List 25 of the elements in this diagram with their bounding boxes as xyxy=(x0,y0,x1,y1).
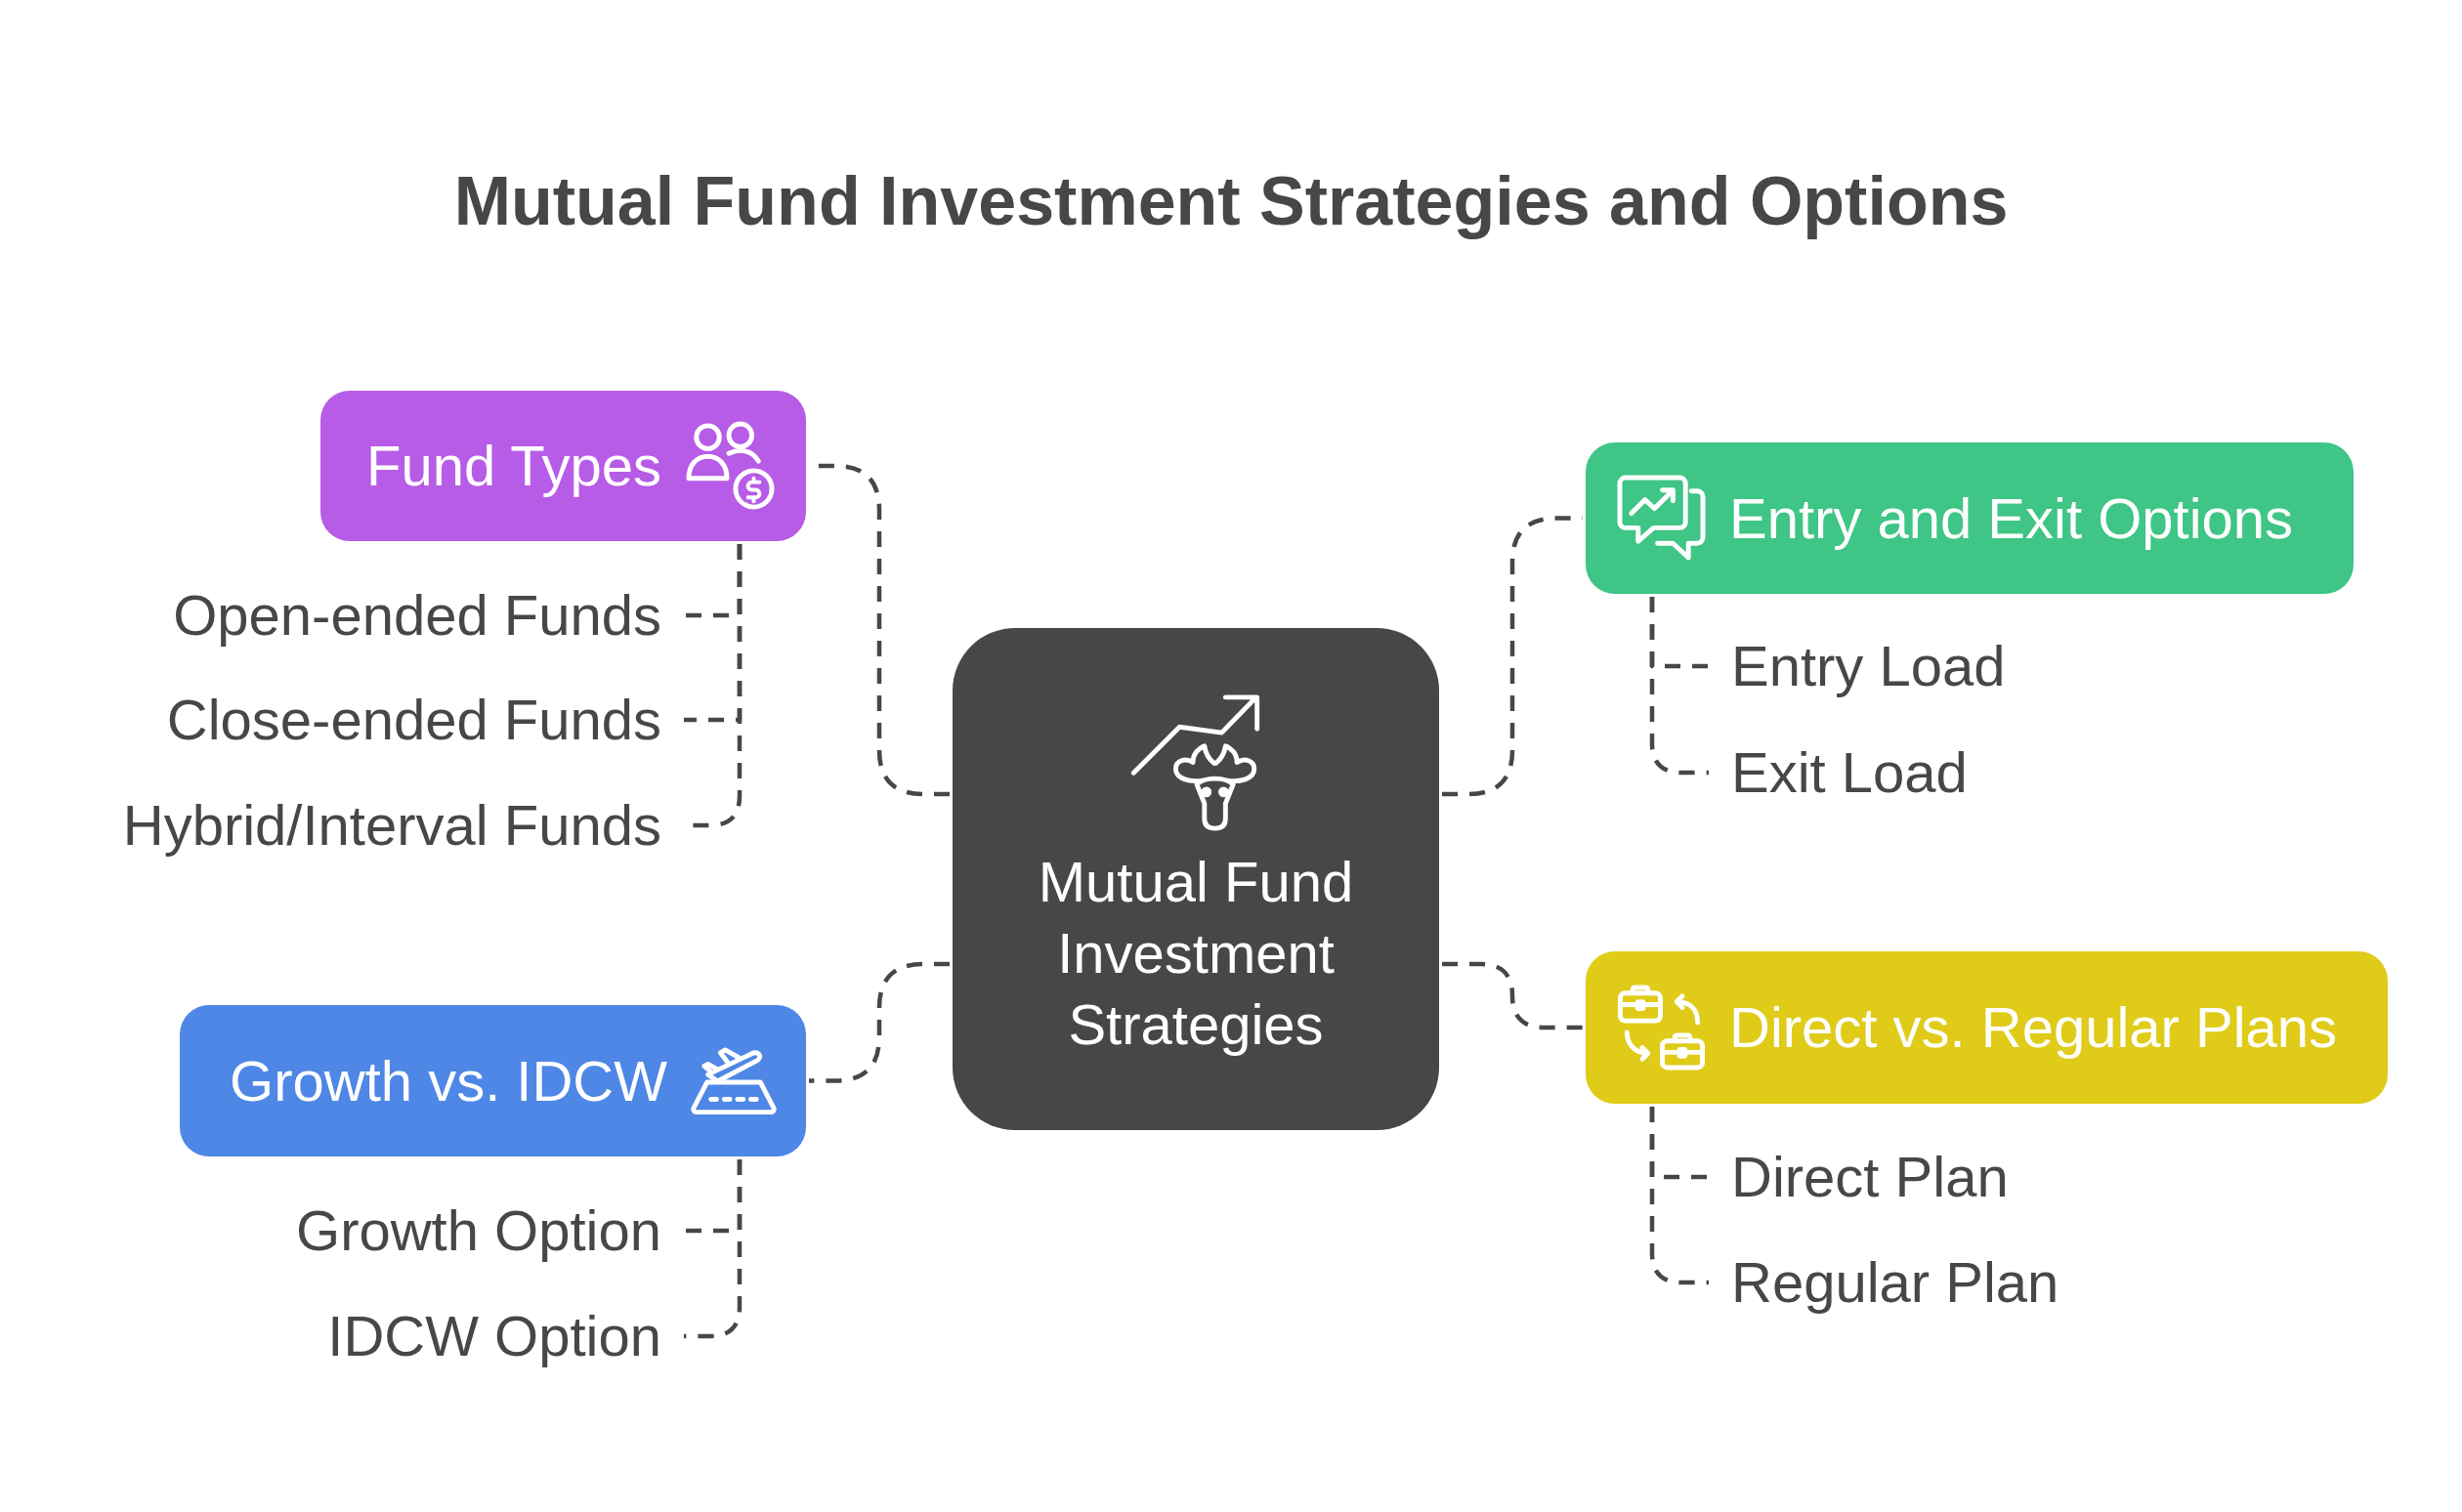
dashed-connector xyxy=(1442,961,1583,1030)
option-label: Hybrid/Interval Funds xyxy=(122,792,681,859)
category-box xyxy=(1586,951,2388,1104)
dashed-connector xyxy=(1649,1107,1709,1285)
option-label: Direct Plan xyxy=(1712,1144,2009,1210)
category-title: Entry and Exit Options xyxy=(1729,484,2294,552)
option-label: Close-ended Funds xyxy=(166,687,681,753)
category-title: Growth vs. IDCW xyxy=(230,1047,667,1114)
category-title: Direct vs. Regular Plans xyxy=(1729,994,2338,1061)
central-topic-text: Mutual Fund Investment Strategies xyxy=(1037,849,1355,1058)
diagram-title: Mutual Fund Investment Strategies and Options xyxy=(453,162,2009,241)
category-box xyxy=(320,391,806,541)
option-label: Entry Load xyxy=(1712,633,2006,699)
option-label: Exit Load xyxy=(1712,739,1968,806)
dashed-connector xyxy=(684,1159,743,1339)
option-label: Regular Plan xyxy=(1712,1249,2059,1316)
dashed-connector xyxy=(1649,597,1709,776)
dashed-connector xyxy=(809,961,950,1083)
option-label: Open-ended Funds xyxy=(173,582,681,649)
category-box xyxy=(180,1005,806,1156)
category-box xyxy=(1586,442,2354,594)
option-label: Growth Option xyxy=(296,1197,681,1264)
option-label: IDCW Option xyxy=(327,1303,681,1369)
category-title: Fund Types xyxy=(366,433,661,499)
central-topic-box xyxy=(953,628,1439,1130)
